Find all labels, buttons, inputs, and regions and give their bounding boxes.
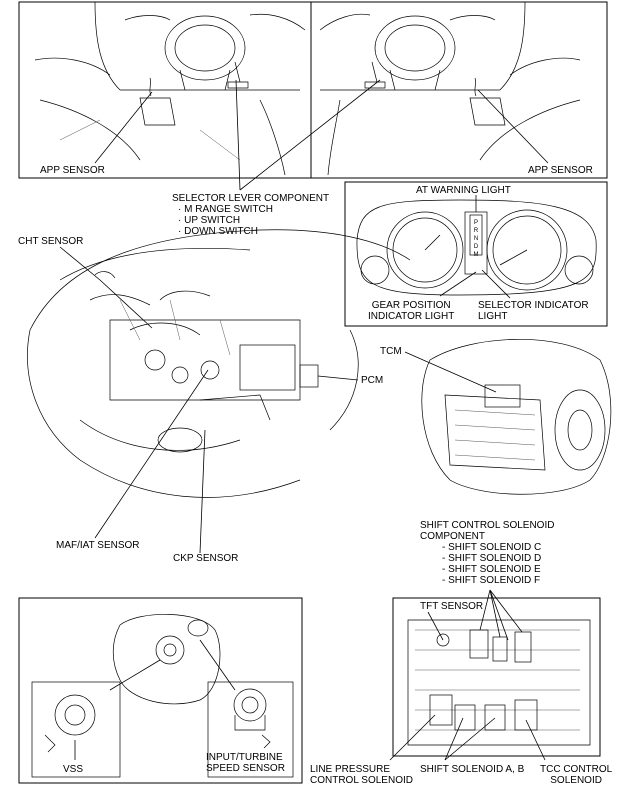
tcc-control-line1: TCC CONTROL — [540, 764, 613, 775]
input-turbine-line1: INPUT/TURBINE — [206, 752, 283, 763]
app-sensor-right-label: APP SENSOR — [528, 165, 593, 176]
gear-letter: R — [474, 228, 479, 234]
shift-control-title-line1: SHIFT CONTROL SOLENOID — [420, 520, 555, 531]
shift-solenoid-ab-label: SHIFT SOLENOID A, B — [420, 764, 525, 775]
gear-letter: M — [474, 252, 479, 258]
gear-letter: D — [474, 244, 479, 250]
gear-position-line2: INDICATOR LIGHT — [368, 311, 455, 322]
pcm-label: PCM — [361, 375, 384, 386]
input-turbine-line2: SPEED SENSOR — [206, 763, 285, 774]
shift-solenoid-e: SHIFT SOLENOID E — [420, 564, 554, 575]
at-warning-light-label: AT WARNING LIGHT — [416, 185, 511, 196]
shift-control-title-line2: COMPONENT — [420, 531, 485, 542]
input-turbine-sensor-label: INPUT/TURBINE SPEED SENSOR — [206, 752, 285, 774]
maf-iat-sensor-label: MAF/IAT SENSOR — [56, 540, 140, 551]
line-pressure-line1: LINE PRESSURE — [310, 764, 391, 775]
tcm-label: TCM — [380, 346, 402, 357]
shift-control-label: SHIFT CONTROL SOLENOID COMPONENT SHIFT S… — [420, 520, 554, 586]
down-switch: DOWN SWITCH — [172, 226, 329, 237]
tcc-control-line2: SOLENOID — [550, 775, 602, 786]
selector-indicator-line2: LIGHT — [478, 311, 508, 322]
interior-left-panel — [18, 1, 312, 179]
app-sensor-left-label: APP SENSOR — [40, 165, 105, 176]
line-pressure-label: LINE PRESSURE CONTROL SOLENOID — [310, 764, 413, 786]
selector-indicator-label: SELECTOR INDICATOR LIGHT — [478, 300, 589, 322]
tft-sensor-label: TFT SENSOR — [420, 601, 484, 612]
gear-letter: P — [474, 220, 478, 226]
shift-solenoid-f: SHIFT SOLENOID F — [420, 575, 554, 586]
engine-bay — [27, 229, 411, 498]
gear-position-line1: GEAR POSITION — [371, 300, 451, 311]
gear-letter: N — [474, 236, 478, 242]
interior-right-panel — [310, 1, 608, 179]
shift-solenoid-c: SHIFT SOLENOID C — [420, 542, 554, 553]
line-pressure-line2: CONTROL SOLENOID — [310, 775, 413, 786]
selector-lever-label: SELECTOR LEVER COMPONENT M RANGE SWITCH … — [172, 193, 329, 237]
up-switch: UP SWITCH — [172, 215, 329, 226]
tcc-control-label: TCC CONTROL SOLENOID — [540, 764, 612, 786]
ckp-sensor-label: CKP SENSOR — [173, 553, 239, 564]
vss-panel — [18, 597, 303, 784]
selector-indicator-line1: SELECTOR INDICATOR — [478, 300, 589, 311]
gear-letters: P R N D M — [474, 220, 479, 258]
gear-position-indicator-label: GEAR POSITION INDICATOR LIGHT — [368, 300, 454, 322]
cht-sensor-label: CHT SENSOR — [18, 236, 84, 247]
leader-lines — [59, 79, 549, 761]
vss-label: VSS — [63, 764, 84, 775]
m-range-switch: M RANGE SWITCH — [172, 204, 329, 215]
transmission — [421, 339, 612, 495]
selector-lever-title: SELECTOR LEVER COMPONENT — [172, 193, 330, 204]
instrument-cluster — [344, 181, 608, 327]
shift-solenoid-d: SHIFT SOLENOID D — [420, 553, 554, 564]
